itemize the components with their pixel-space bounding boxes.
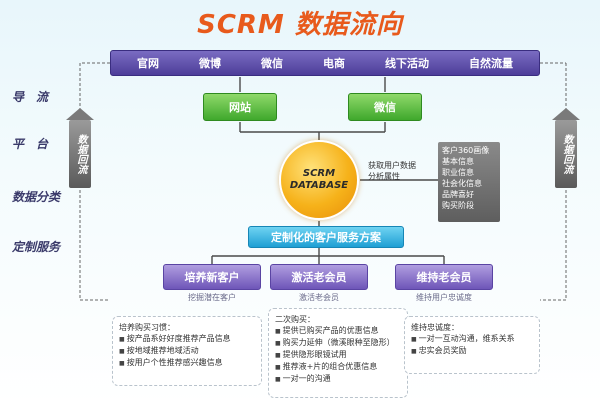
service-new-customers: 培养新客户 <box>163 264 261 290</box>
service-retain-members: 维持老会员 <box>395 264 493 290</box>
note-item: 提供已购买产品的优惠信息 <box>275 325 401 337</box>
service-caption: 挖掘潜在客户 <box>188 293 236 302</box>
note-item: 一对一的沟通 <box>275 373 401 385</box>
customer-profile-box: 客户360画像 基本信息 职业信息 社会化信息 品牌喜好 购买阶段 <box>438 142 500 222</box>
source-offline-events: 线下活动 <box>385 57 429 70</box>
custom-service-plan-bar: 定制化的客户服务方案 <box>248 226 404 248</box>
note-item: 按地域推荐地域活动 <box>119 345 255 357</box>
note-item: 忠实会员奖励 <box>411 345 533 357</box>
note-item: 按用户个性推荐感兴趣信息 <box>119 357 255 369</box>
platform-wechat: 微信 <box>348 93 422 121</box>
db-note: 获取用户数据 分析属性 <box>368 161 416 181</box>
left-return-arrow-icon <box>66 108 94 120</box>
label-custom-service: 定制服务 <box>12 240 61 254</box>
note-item: 推荐液+片的组合优惠信息 <box>275 361 401 373</box>
profile-item: 社会化信息 <box>442 179 482 188</box>
right-data-return-box: 数据回流 <box>555 120 577 188</box>
note-new-customers: 培养购买习惯： 按产品系好好度推荐产品信息 按地域推荐地域活动 按用户个性推荐感… <box>112 316 262 386</box>
platform-website: 网站 <box>203 93 277 121</box>
service-caption: 维持用户忠诚度 <box>416 293 472 302</box>
source-weibo: 微博 <box>199 57 221 70</box>
label-data-classification: 数据分类 <box>12 190 61 204</box>
profile-item: 基本信息 <box>442 157 474 166</box>
profile-item: 购买阶段 <box>442 201 474 210</box>
service-activate-members: 激活老会员 <box>270 264 368 290</box>
note-item: 一对一互动沟通，维系关系 <box>411 333 533 345</box>
note-item: 提供隐形眼镜试用 <box>275 349 401 361</box>
traffic-sources-bar: 官网 微博 微信 电商 线下活动 自然流量 <box>110 50 540 76</box>
database-line2: DATABASE <box>289 180 349 191</box>
source-wechat: 微信 <box>261 57 283 70</box>
note-item: 按产品系好好度推荐产品信息 <box>119 333 255 345</box>
profile-title: 客户360画像 <box>442 146 490 155</box>
diagram-title: SCRM 数据流向 <box>197 10 403 40</box>
label-platform: 平 台 <box>12 137 49 151</box>
note-item: 购买力延伸（微溪眼种至隐形） <box>275 337 401 349</box>
database-line1: SCRM <box>302 168 336 179</box>
profile-item: 品牌喜好 <box>442 190 474 199</box>
profile-item: 职业信息 <box>442 168 474 177</box>
left-data-return-box: 数据回流 <box>69 120 91 188</box>
source-website: 官网 <box>137 57 159 70</box>
note-title: 培养购买习惯： <box>119 323 175 332</box>
source-natural-traffic: 自然流量 <box>469 57 513 70</box>
scrm-database: SCRM DATABASE <box>279 140 359 220</box>
label-traffic: 导 流 <box>12 90 49 104</box>
right-return-arrow-icon <box>552 108 580 120</box>
service-caption: 激活老会员 <box>299 293 339 302</box>
note-activate-members: 二次购买： 提供已购买产品的优惠信息 购买力延伸（微溪眼种至隐形） 提供隐形眼镜… <box>268 308 408 398</box>
note-title: 二次购买： <box>275 315 315 324</box>
source-ecommerce: 电商 <box>323 57 345 70</box>
note-retain-members: 维持忠诚度： 一对一互动沟通，维系关系 忠实会员奖励 <box>404 316 540 374</box>
note-title: 维持忠诚度： <box>411 323 459 332</box>
